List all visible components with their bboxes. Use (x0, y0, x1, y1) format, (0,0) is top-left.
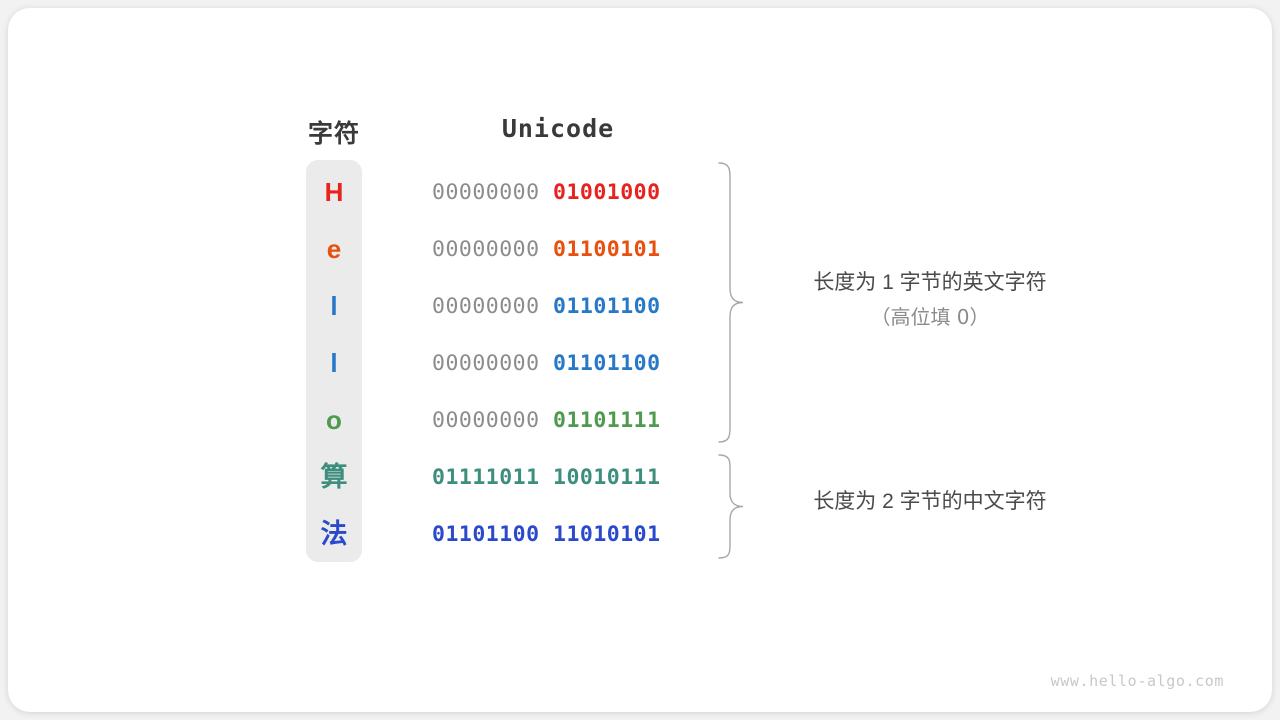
binary-high-byte: 01101100 (432, 522, 540, 547)
annotation-single-byte-line1: 长度为 1 字节的英文字符 (813, 271, 1047, 294)
column-header-character: 字符 (307, 120, 360, 148)
character-cell: 算 (320, 462, 348, 492)
annotation-single-byte: 长度为 1 字节的英文字符 （高位填 0） (768, 266, 1092, 334)
watermark: www.hello-algo.com (1050, 672, 1224, 690)
binary-high-byte: 00000000 (432, 351, 540, 376)
brace-single-byte (716, 160, 746, 445)
annotation-double-byte: 长度为 2 字节的中文字符 (768, 485, 1092, 519)
binary-high-byte: 00000000 (432, 237, 540, 262)
binary-low-byte: 01101100 (553, 351, 661, 376)
binary-low-byte: 11010101 (553, 522, 661, 547)
binary-low-byte: 01101100 (553, 294, 661, 319)
character-cell: l (330, 291, 338, 321)
annotation-single-byte-line2: （高位填 0） (870, 305, 990, 329)
binary-high-byte: 00000000 (432, 180, 540, 205)
annotation-double-byte-line1: 长度为 2 字节的中文字符 (813, 490, 1047, 513)
binary-row: 01111011 10010111 (432, 449, 684, 506)
binary-low-byte: 01101111 (553, 408, 661, 433)
binary-row: 01101100 11010101 (432, 506, 684, 563)
binary-row: 00000000 01001000 (432, 164, 684, 221)
character-cell: l (330, 348, 338, 378)
column-header-unicode: Unicode (501, 114, 615, 143)
brace-double-byte (716, 452, 746, 562)
binary-row: 00000000 01101100 (432, 335, 684, 392)
character-cell: H (324, 177, 344, 207)
binary-row: 00000000 01101100 (432, 278, 684, 335)
binary-low-byte: 10010111 (553, 465, 661, 490)
character-cell: o (326, 405, 342, 435)
binary-low-byte: 01001000 (553, 180, 661, 205)
binary-high-byte: 00000000 (432, 408, 540, 433)
binary-row: 00000000 01100101 (432, 221, 684, 278)
diagram-card (8, 8, 1272, 712)
binary-high-byte: 01111011 (432, 465, 540, 490)
binary-high-byte: 00000000 (432, 294, 540, 319)
binary-low-byte: 01100101 (553, 237, 661, 262)
character-column-background (306, 160, 362, 562)
binary-row: 00000000 01101111 (432, 392, 684, 449)
character-cell: e (326, 234, 342, 264)
character-cell: 法 (320, 519, 348, 549)
